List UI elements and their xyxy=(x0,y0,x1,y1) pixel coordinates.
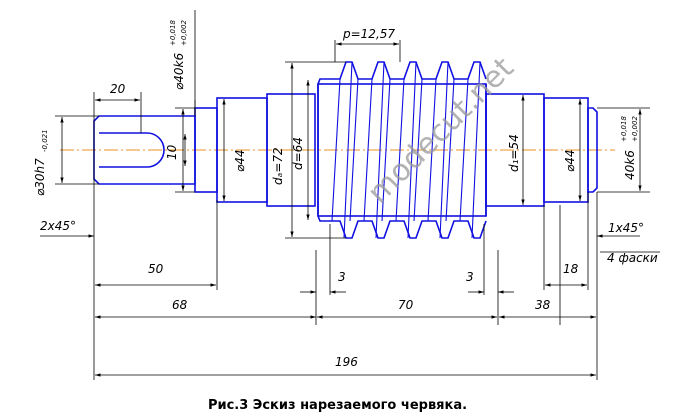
dim-chamfer-count: 4 фаски xyxy=(607,251,658,265)
keyway xyxy=(99,132,165,168)
dimension-lines xyxy=(40,10,660,380)
dim-journal-left-tol-up: +0,018 xyxy=(169,20,177,46)
dim-bore-left-tol: -0,021 xyxy=(41,129,49,152)
dim-d44-right: ⌀44 xyxy=(563,150,577,173)
dim-journal-right-tol-up: +0,018 xyxy=(620,116,628,142)
dim-bore-left: ⌀30h7 xyxy=(33,158,47,196)
dim-key-length: 20 xyxy=(110,82,126,96)
dim-chamfer-right: 1x45° xyxy=(608,221,644,235)
worm-thread-bottom xyxy=(317,215,487,239)
dim-len-18: 18 xyxy=(563,262,579,276)
dimension-texts: p=12,57 20 ⌀30h7 -0,021 10 ⌀40k6 +0,018 … xyxy=(33,20,658,369)
dim-journal-right-tol-dn: +0,002 xyxy=(631,116,639,142)
dim-tip-diameter: dₐ=72 xyxy=(271,147,285,185)
dim-journal-left-tol-dn: +0,002 xyxy=(180,20,188,46)
watermark: modecut.net xyxy=(361,51,521,211)
dim-len-38: 38 xyxy=(535,298,551,312)
dim-len-68: 68 xyxy=(172,298,188,312)
dim-chamfer-left: 2x45° xyxy=(40,219,76,233)
shaft-outline xyxy=(93,61,598,239)
figure-caption: Рис.3 Эскиз нарезаемого червяка. xyxy=(207,398,468,413)
dim-len-70: 70 xyxy=(398,298,414,312)
dim-d44-left: ⌀44 xyxy=(233,150,247,173)
thread-flanks xyxy=(331,61,481,239)
dim-key-width: 10 xyxy=(165,144,179,160)
worm-thread-top xyxy=(317,61,487,85)
dim-root-diameter: d₁=54 xyxy=(507,134,521,172)
dim-pitch-diameter: d=64 xyxy=(291,137,305,170)
dim-pitch: p=12,57 xyxy=(342,27,395,41)
dim-len-196: 196 xyxy=(335,355,358,369)
dim-journal-left: ⌀40k6 xyxy=(172,53,186,90)
dim-len-3b: 3 xyxy=(466,270,474,284)
dim-len-3a: 3 xyxy=(338,270,346,284)
dim-journal-right: 40k6 xyxy=(623,150,637,180)
dim-len-50: 50 xyxy=(148,262,164,276)
